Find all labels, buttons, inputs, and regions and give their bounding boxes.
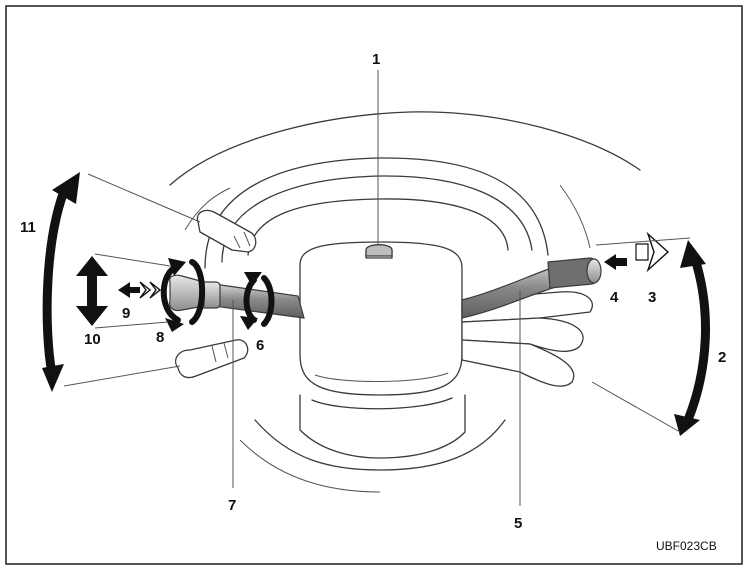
left-upper-lever (196, 209, 257, 253)
left-lower-lever (175, 339, 249, 379)
left-lever-curved-arrow (42, 172, 80, 392)
left-stalk-up-down-arrow (76, 256, 108, 326)
right-stalk-curved-arrow (674, 240, 710, 436)
label-7: 7 (228, 497, 236, 514)
rotation-arrows-inner (240, 272, 275, 330)
figure-code: UBF023CB (656, 539, 717, 553)
push-arrow (604, 254, 627, 270)
label-6: 6 (256, 337, 264, 354)
dashboard-outline (169, 111, 641, 269)
label-2: 2 (718, 349, 726, 366)
rotation-arrows-outer (160, 258, 206, 332)
leader-lines (63, 70, 691, 506)
steering-wheel-pad (299, 241, 463, 396)
label-5: 5 (514, 515, 522, 532)
push-pull-arrow (118, 281, 162, 299)
label-9: 9 (122, 305, 130, 322)
press-chevron (635, 231, 670, 273)
label-8: 8 (156, 329, 164, 346)
label-4: 4 (610, 289, 619, 306)
top-button (365, 244, 393, 259)
column-shroud (239, 394, 506, 493)
label-3: 3 (648, 289, 656, 306)
right-stalk (461, 257, 602, 319)
label-10: 10 (84, 331, 101, 348)
label-1: 1 (372, 51, 380, 68)
label-11: 11 (20, 219, 36, 236)
